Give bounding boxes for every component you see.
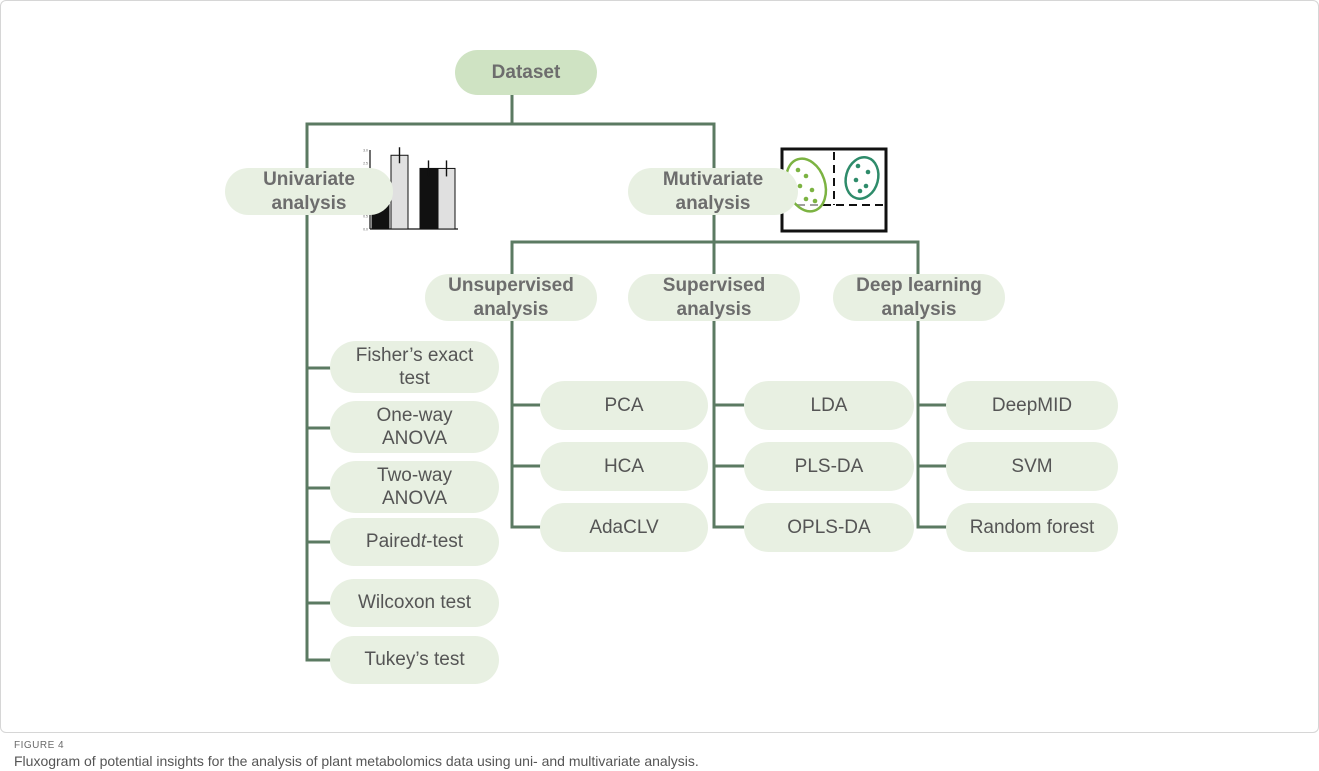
cluster-point	[803, 196, 809, 202]
cluster-point	[795, 167, 801, 173]
method-adaclv: AdaCLV	[540, 503, 708, 552]
univariate-node: Univariate analysis	[225, 168, 393, 215]
method-opls-da: OPLS-DA	[744, 503, 914, 552]
mini-chart-bar	[437, 167, 456, 230]
test-fisher: Fisher’s exact test	[330, 341, 499, 393]
method-lda: LDA	[744, 381, 914, 430]
test-wilcoxon: Wilcoxon test	[330, 579, 499, 627]
test-two-way-anova: Two-way ANOVA	[330, 461, 499, 513]
mini-chart-bar	[419, 167, 438, 230]
method-hca: HCA	[540, 442, 708, 491]
method-svm: SVM	[946, 442, 1118, 491]
unsupervised-node: Unsupervised analysis	[425, 274, 597, 321]
figure-label: FIGURE 4	[14, 740, 65, 751]
method-random-forest: Random forest	[946, 503, 1118, 552]
test-one-way-anova: One-way ANOVA	[330, 401, 499, 453]
dataset-node: Dataset	[455, 50, 597, 95]
cluster-point	[803, 173, 809, 179]
deep-learning-node: Deep learning analysis	[833, 274, 1005, 321]
method-deepmid: DeepMID	[946, 381, 1118, 430]
mini-chart-tick-label: 0.0	[363, 228, 368, 232]
method-pca: PCA	[540, 381, 708, 430]
cluster-point	[812, 198, 818, 204]
cluster-point	[857, 188, 863, 194]
multivariate-node: Mutivariate analysis	[628, 168, 798, 215]
mini-chart-tick-label: 3.0	[363, 149, 368, 153]
test-tukey: Tukey’s test	[330, 636, 499, 684]
mini-chart-tick-label: 0.5	[363, 214, 368, 218]
connector-lines: 3.02.52.01.51.00.50.0	[305, 92, 948, 662]
cluster-point	[797, 183, 803, 189]
method-pls-da: PLS-DA	[744, 442, 914, 491]
cluster-point	[853, 177, 859, 183]
figure-caption: Fluxogram of potential insights for the …	[14, 753, 699, 769]
cluster-point	[809, 187, 815, 193]
cluster-ellipse-dark	[844, 156, 880, 200]
test-paired-t: Paired t-test	[330, 518, 499, 566]
supervised-node: Supervised analysis	[628, 274, 800, 321]
cluster-point	[855, 163, 861, 169]
mini-chart-bar	[390, 154, 409, 230]
cluster-point	[865, 169, 871, 175]
cluster-point	[863, 183, 869, 189]
mini-chart-tick-label: 2.5	[363, 162, 368, 166]
